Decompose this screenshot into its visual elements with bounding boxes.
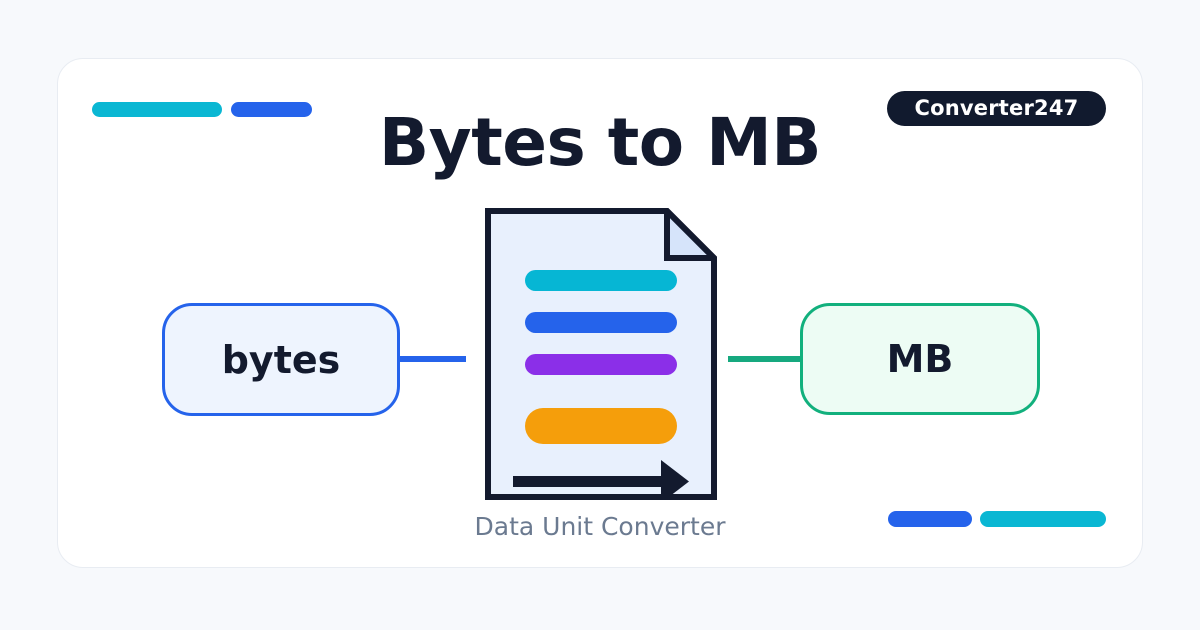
document-bar-blue: [525, 312, 677, 333]
page-title: Bytes to MB: [378, 104, 822, 181]
document-bar-orange: [525, 408, 677, 444]
decor-pill-top-left-blue: [231, 102, 312, 117]
from-unit-box: bytes: [162, 303, 400, 416]
document-fold-corner: [664, 208, 717, 261]
document-icon: [485, 208, 717, 500]
conversion-arrow-icon: [513, 460, 689, 500]
document-bar-purple: [525, 354, 677, 375]
decor-pill-bottom-right-cyan: [980, 511, 1106, 527]
connector-line-left: [400, 356, 466, 362]
to-unit-label: MB: [886, 337, 954, 381]
document-bar-cyan: [525, 270, 677, 291]
brand-badge: Converter247: [887, 91, 1106, 126]
decor-pill-top-left-cyan: [92, 102, 222, 117]
connector-line-right: [728, 356, 801, 362]
caption-text: Data Unit Converter: [474, 512, 726, 541]
brand-badge-label: Converter247: [914, 96, 1079, 120]
to-unit-box: MB: [800, 303, 1040, 415]
decor-pill-bottom-right-blue: [888, 511, 972, 527]
from-unit-label: bytes: [221, 337, 341, 382]
